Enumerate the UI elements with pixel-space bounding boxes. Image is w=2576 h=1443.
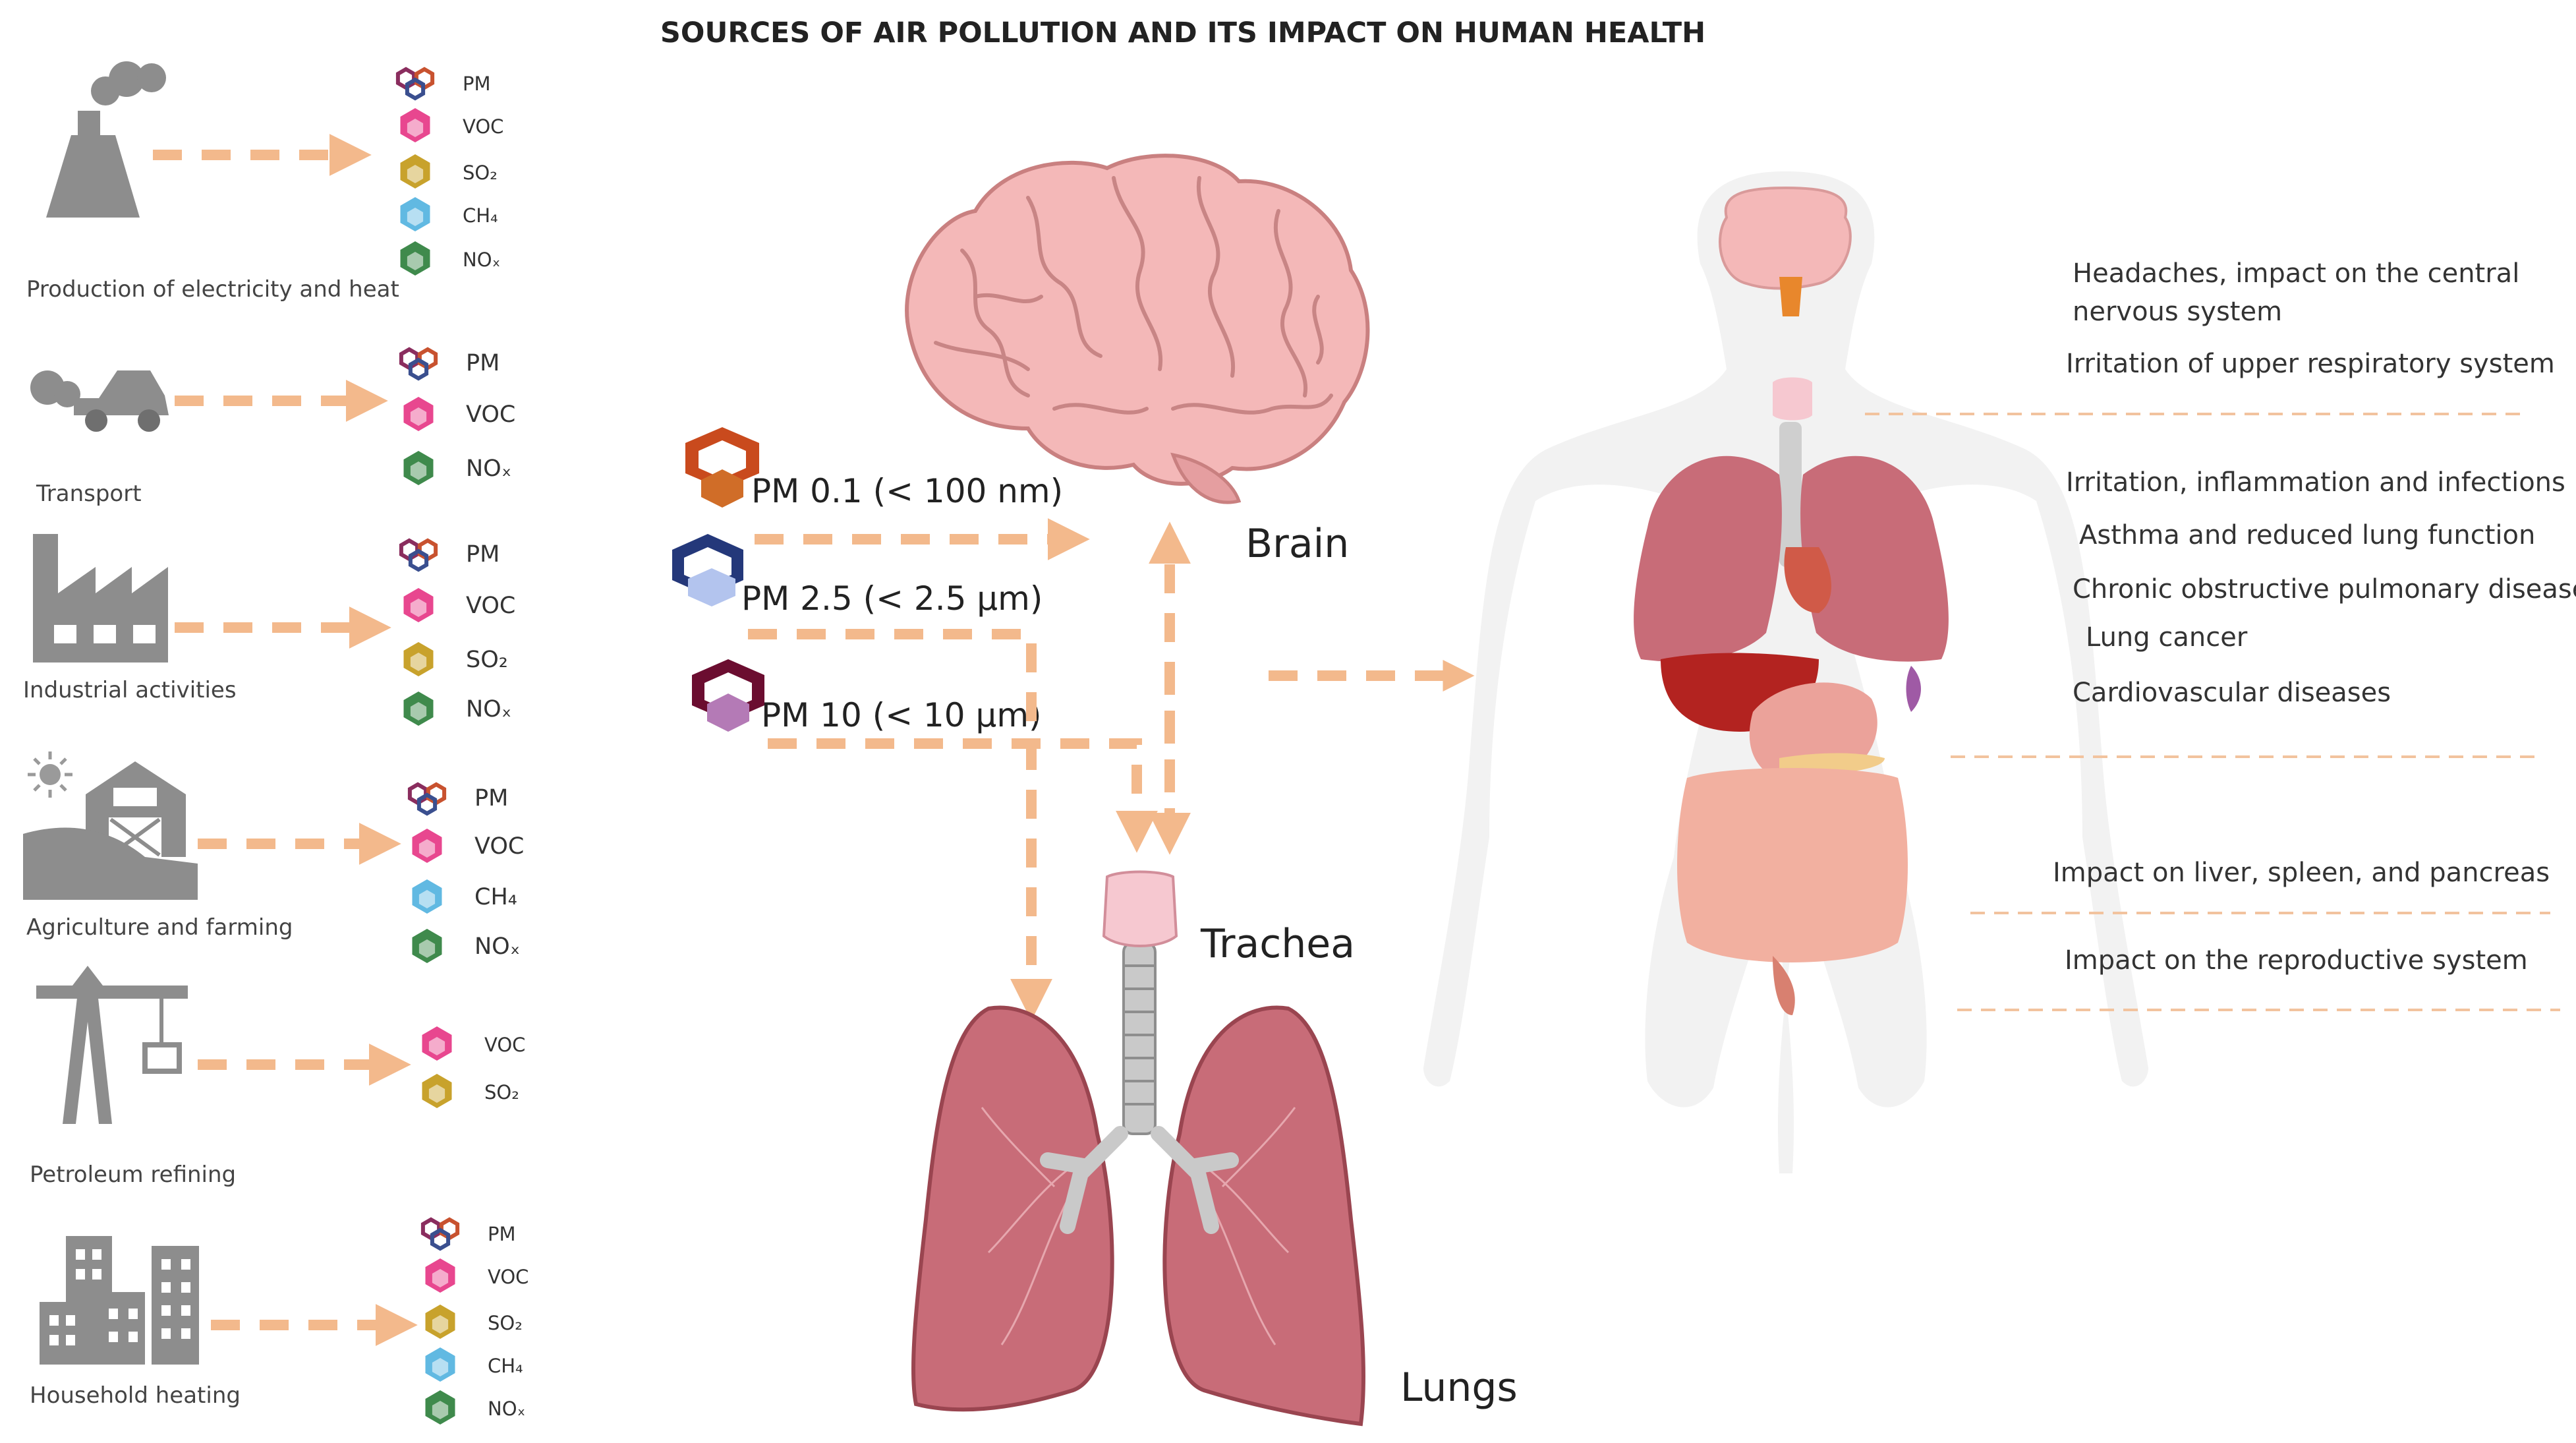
voc-molecule-icon (422, 1026, 452, 1061)
effect-label: nervous system (2073, 297, 2282, 327)
pm-molecule-icon (420, 1217, 460, 1251)
effect-label: Lung cancer (2086, 622, 2248, 653)
so2-molecule-icon (403, 642, 434, 676)
ch4-molecule-icon (412, 879, 442, 914)
nox-molecule-icon (403, 692, 434, 726)
pollutant-label: CH₄ (463, 204, 498, 227)
organ-label-lungs: Lungs (1400, 1365, 1518, 1411)
diagram-title: SOURCES OF AIR POLLUTION AND ITS IMPACT … (660, 16, 1705, 49)
pollutant-label: CH₄ (488, 1355, 523, 1377)
pollutant-label: VOC (466, 593, 515, 619)
nox-molecule-icon (412, 929, 442, 963)
pollutant-label: VOC (488, 1266, 529, 1288)
ch4-molecule-icon (400, 197, 430, 231)
effect-label: Irritation of upper respiratory system (2066, 349, 2555, 379)
voc-molecule-icon (412, 829, 442, 863)
pollutant-label: PM (463, 73, 491, 95)
pollutant-label: VOC (466, 401, 515, 428)
source-label: Production of electricity and heat (26, 276, 399, 303)
pm25-icon (672, 534, 743, 606)
source-label: Household heating (30, 1382, 241, 1409)
source-arrows (153, 134, 418, 1346)
organ-label-trachea: Trachea (1200, 921, 1355, 967)
pollutant-label: SO₂ (463, 162, 498, 184)
nox-molecule-icon (425, 1390, 455, 1425)
voc-molecule-icon (403, 397, 434, 431)
source-label: Agriculture and farming (26, 914, 293, 941)
pm01-icon (685, 427, 759, 508)
pollutant-label: VOC (484, 1034, 525, 1056)
effect-label: Cardiovascular diseases (2073, 678, 2391, 708)
pollutant-label: PM (474, 785, 508, 811)
effect-label: Headaches, impact on the central (2073, 258, 2519, 289)
pm10-icon (692, 659, 764, 732)
voc-molecule-icon (403, 588, 434, 622)
pollutant-label: NOₓ (466, 456, 511, 482)
source-label: Industrial activities (23, 677, 237, 703)
source-label: Petroleum refining (30, 1162, 236, 1188)
pm-molecule-icon (395, 67, 435, 101)
so2-molecule-icon (422, 1074, 452, 1108)
voc-molecule-icon (400, 108, 430, 142)
source-label: Transport (36, 481, 142, 507)
particle-label: PM 2.5 (< 2.5 µm) (741, 579, 1043, 618)
pollutant-label: NOₓ (488, 1398, 525, 1420)
pollutant-label: PM (466, 541, 500, 568)
particle-flow-arrows (748, 518, 1475, 1021)
pollutant-label: NOₓ (463, 249, 500, 271)
so2-molecule-icon (400, 154, 430, 189)
pollutant-label: SO₂ (484, 1081, 519, 1104)
pm-molecule-icon (399, 347, 438, 381)
brain-illustration (905, 154, 1370, 504)
ch4-molecule-icon (425, 1347, 455, 1382)
particle-label: PM 0.1 (< 100 nm) (751, 472, 1063, 510)
pollutant-label: VOC (474, 833, 524, 860)
organ-label-brain: Brain (1245, 521, 1349, 567)
effect-label: Asthma and reduced lung function (2079, 520, 2535, 550)
pollutant-label: NOₓ (466, 696, 511, 722)
pollutant-lists: PMVOCSO₂CH₄NOₓPMVOCNOₓPMVOCSO₂NOₓPMVOCCH… (395, 67, 529, 1425)
pm-molecule-icon (407, 782, 447, 816)
pollutant-label: PM (488, 1223, 516, 1245)
pollutant-label: NOₓ (474, 933, 520, 960)
pm-molecule-icon (399, 538, 438, 572)
buildings-icon (40, 1236, 199, 1365)
lungs-illustration (911, 870, 1366, 1427)
effect-label: Irritation, inflammation and infections (2066, 467, 2565, 498)
car-icon (30, 370, 169, 432)
power-plant-icon (46, 61, 166, 218)
crane-icon (36, 966, 188, 1124)
factory-icon (33, 534, 168, 663)
particle-label: PM 10 (< 10 µm) (761, 696, 1042, 734)
barn-icon (23, 751, 198, 900)
effect-leader-lines (1865, 413, 2560, 1011)
pollutant-label: SO₂ (488, 1312, 523, 1334)
voc-molecule-icon (425, 1258, 455, 1293)
effect-label: Impact on the reproductive system (2065, 945, 2528, 976)
effect-label: Chronic obstructive pulmonary disease (2073, 574, 2576, 604)
so2-molecule-icon (425, 1305, 455, 1339)
human-body-illustration (1423, 171, 2148, 1173)
pollutant-label: VOC (463, 115, 503, 138)
pollutant-label: PM (466, 350, 500, 376)
pollutant-label: SO₂ (466, 647, 508, 673)
effect-label: Impact on liver, spleen, and pancreas (2053, 858, 2550, 888)
nox-molecule-icon (403, 451, 434, 485)
pollutant-label: CH₄ (474, 884, 517, 910)
nox-molecule-icon (400, 241, 430, 276)
